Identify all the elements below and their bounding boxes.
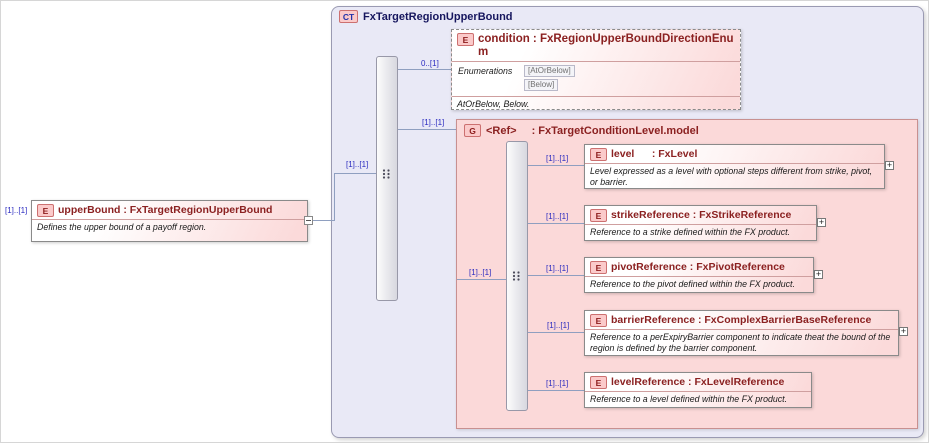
element-level[interactable]: E level : FxLevel Level expressed as a l… <box>584 144 885 189</box>
complex-type-icon: CT <box>339 10 358 23</box>
connector-line <box>398 69 451 70</box>
element-icon: E <box>590 314 607 327</box>
element-title: levelReference : FxLevelReference <box>611 376 785 388</box>
element-annotation: AtOrBelow, Below. <box>457 99 530 110</box>
element-strikeReference[interactable]: E strikeReference : FxStrikeReference Re… <box>584 205 817 241</box>
cardinality-label: [1]..[1] <box>546 212 569 221</box>
element-icon: E <box>37 204 54 217</box>
sequence-compositor[interactable] <box>506 141 528 411</box>
group-type-title: : FxTargetConditionLevel.model <box>531 124 699 137</box>
enumeration-value: [Below] <box>524 79 559 92</box>
element-icon: E <box>590 148 607 161</box>
element-annotation: Reference to a level defined within the … <box>590 394 788 404</box>
element-barrierReference[interactable]: E barrierReference : FxComplexBarrierBas… <box>584 310 899 356</box>
connector-line <box>528 223 584 224</box>
element-annotation: Reference to a strike defined within the… <box>590 227 790 237</box>
element-icon: E <box>590 261 607 274</box>
connector-line <box>313 220 334 221</box>
group-ref-label: <Ref> <box>486 124 517 137</box>
enumerations-section: Enumerations [AtOrBelow] [Below] <box>452 62 740 98</box>
complex-type-title: FxTargetRegionUpperBound <box>363 10 513 23</box>
element-pivotReference[interactable]: E pivotReference : FxPivotReference Refe… <box>584 257 814 293</box>
connector-line <box>334 173 376 174</box>
cardinality-label: [1]..[1] <box>5 206 28 215</box>
element-title: condition : FxRegionUpperBoundDirectionE… <box>478 33 734 59</box>
sequence-icon <box>512 271 520 281</box>
element-title: level : FxLevel <box>611 148 698 160</box>
element-levelReference[interactable]: E levelReference : FxLevelReference Refe… <box>584 372 812 408</box>
collapse-handle-line <box>306 220 311 221</box>
collapse-handle[interactable] <box>304 216 313 225</box>
element-icon: E <box>590 376 607 389</box>
cardinality-label: [1]..[1] <box>546 379 569 388</box>
element-annotation: Reference to the pivot defined within th… <box>590 279 795 289</box>
connector-line <box>528 332 584 333</box>
element-annotation: Defines the upper bound of a payoff regi… <box>37 222 207 232</box>
element-title: pivotReference : FxPivotReference <box>611 261 785 273</box>
cardinality-label: [1]..[1] <box>346 160 369 169</box>
expand-button[interactable]: + <box>899 326 908 336</box>
cardinality-label: [1]..[1] <box>469 268 492 277</box>
expand-button[interactable]: + <box>885 160 894 170</box>
element-icon: E <box>590 209 607 222</box>
element-upperBound[interactable]: E upperBound : FxTargetRegionUpperBound … <box>31 200 308 242</box>
connector-line <box>528 165 584 166</box>
cardinality-label: [1]..[1] <box>547 321 570 330</box>
model-group-header[interactable]: G <Ref> : FxTargetConditionLevel.model <box>464 124 699 137</box>
connector-line <box>457 279 506 280</box>
enumeration-value: [AtOrBelow] <box>524 65 575 78</box>
sequence-compositor[interactable] <box>376 56 398 301</box>
element-title: barrierReference : FxComplexBarrierBaseR… <box>611 314 872 326</box>
sequence-icon <box>382 169 390 179</box>
cardinality-label: 0..[1] <box>421 59 439 68</box>
expand-button[interactable]: + <box>817 217 826 227</box>
enumeration-values: [AtOrBelow] [Below] <box>524 65 575 93</box>
complex-type-header[interactable]: CT FxTargetRegionUpperBound <box>339 10 513 23</box>
cardinality-label: [1]..[1] <box>422 118 445 127</box>
connector-line <box>528 275 584 276</box>
connector-line <box>334 173 335 221</box>
cardinality-label: [1]..[1] <box>546 264 569 273</box>
element-title: upperBound : FxTargetRegionUpperBound <box>58 204 273 216</box>
cardinality-label: [1]..[1] <box>546 154 569 163</box>
element-icon: E <box>457 33 474 46</box>
expand-button[interactable]: + <box>814 269 823 279</box>
element-condition[interactable]: E condition : FxRegionUpperBoundDirectio… <box>451 29 741 110</box>
element-title: strikeReference : FxStrikeReference <box>611 209 792 221</box>
element-annotation: Reference to a perExpiryBarrier componen… <box>590 332 891 353</box>
connector-line <box>398 129 456 130</box>
group-icon: G <box>464 124 481 137</box>
enumerations-label: Enumerations <box>458 66 513 77</box>
element-annotation: Level expressed as a level with optional… <box>590 166 873 187</box>
connector-line <box>528 390 584 391</box>
